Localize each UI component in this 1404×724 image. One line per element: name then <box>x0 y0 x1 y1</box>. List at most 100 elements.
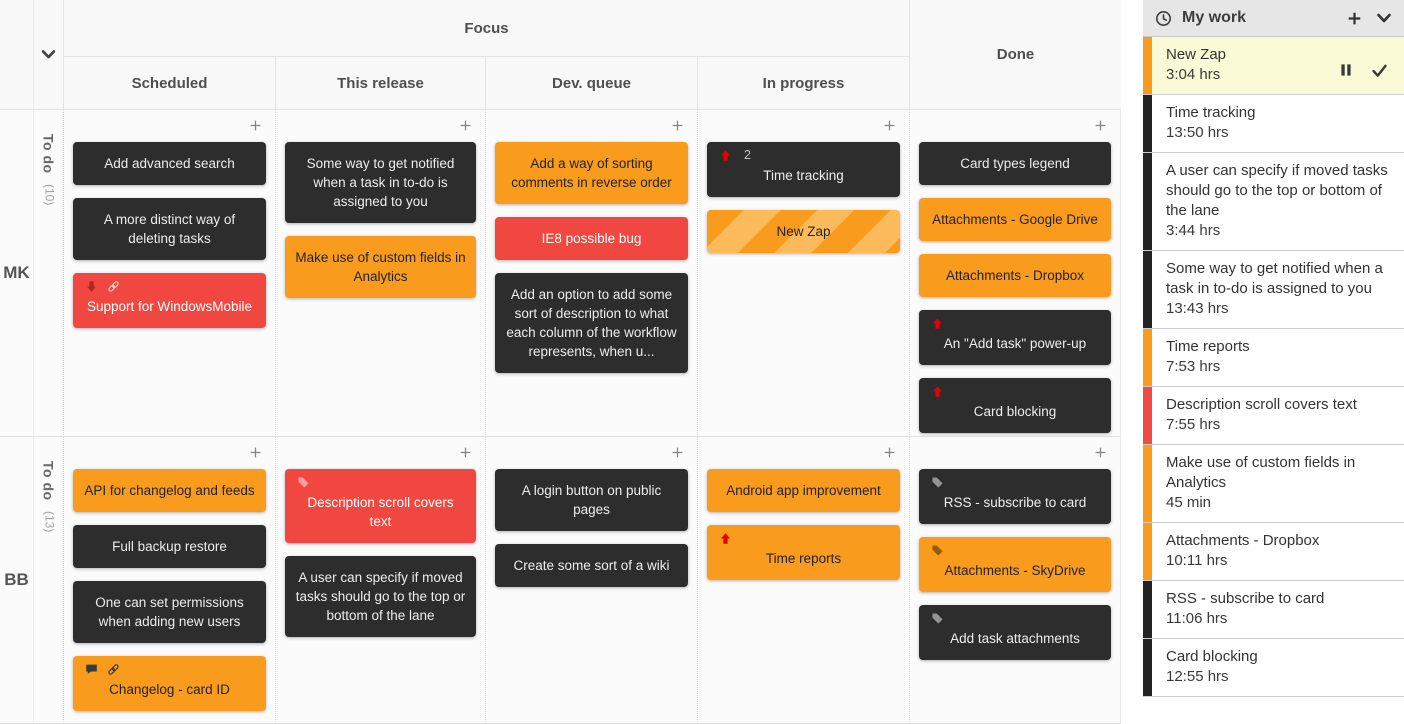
clock-icon <box>1155 10 1172 27</box>
work-item-title: Attachments - Dropbox <box>1166 532 1320 549</box>
card-title: Add a way of sorting comments in reverse… <box>511 156 672 190</box>
card[interactable]: A login button on public pages <box>495 469 688 531</box>
add-task-button[interactable] <box>1347 11 1362 26</box>
add-card-button[interactable] <box>1094 446 1109 461</box>
card[interactable]: Card types legend <box>919 142 1111 185</box>
card[interactable]: Add task attachments <box>919 605 1111 660</box>
add-card-button[interactable] <box>671 119 686 134</box>
add-card-button[interactable] <box>459 446 474 461</box>
card[interactable]: New Zap <box>707 210 900 253</box>
card[interactable]: Description scroll covers text <box>285 469 476 543</box>
board-cell-this-release: Some way to get notified when a task in … <box>276 110 486 437</box>
card[interactable]: Some way to get notified when a task in … <box>285 142 476 223</box>
card[interactable]: An "Add task" power-up <box>919 310 1111 365</box>
card[interactable]: Support for WindowsMobile <box>73 273 266 328</box>
card[interactable]: Add an option to add some sort of descri… <box>495 273 688 373</box>
work-item[interactable]: Some way to get notified when a task in … <box>1143 251 1404 329</box>
lane-todo-count: (10) <box>42 183 57 205</box>
card[interactable]: Add a way of sorting comments in reverse… <box>495 142 688 204</box>
card[interactable]: RSS - subscribe to card <box>919 469 1111 524</box>
my-work-title: My work <box>1182 9 1247 26</box>
add-card-button[interactable] <box>249 446 264 461</box>
work-item[interactable]: A user can specify if moved tasks should… <box>1143 153 1404 251</box>
work-item-title: Time tracking <box>1166 104 1256 121</box>
column-header-focus: Focus <box>64 0 910 57</box>
card-icon-row <box>931 611 1101 626</box>
cell-toolbar <box>285 110 476 142</box>
my-work-header: My work <box>1143 0 1404 37</box>
card[interactable]: Changelog - card ID <box>73 656 266 711</box>
card-title: Attachments - Google Drive <box>932 212 1098 227</box>
plus-icon <box>883 119 896 132</box>
card[interactable]: Make use of custom fields in Analytics <box>285 236 476 298</box>
plus-icon <box>1347 11 1362 26</box>
board-cell-scheduled: Add advanced search A more distinct way o… <box>64 110 276 437</box>
complete-button[interactable] <box>1371 62 1388 85</box>
card-icon-row <box>931 543 1101 558</box>
card[interactable]: A user can specify if moved tasks should… <box>285 556 476 637</box>
add-card-button[interactable] <box>459 119 474 134</box>
card[interactable]: Attachments - Dropbox <box>919 254 1111 297</box>
card-title: Attachments - Dropbox <box>945 268 1085 283</box>
card[interactable]: API for changelog and feeds <box>73 469 266 512</box>
card[interactable]: A more distinct way of deleting tasks <box>73 198 266 260</box>
card[interactable]: Full backup restore <box>73 525 266 568</box>
work-item-color-bar <box>1143 251 1152 328</box>
plus-icon <box>1094 119 1107 132</box>
card-title: A user can specify if moved tasks should… <box>295 570 466 623</box>
card[interactable]: Create some sort of a wiki <box>495 544 688 587</box>
add-card-button[interactable] <box>883 446 898 461</box>
arrow-up-icon <box>719 149 732 162</box>
lane-todo-cell: To do(10) <box>34 110 64 437</box>
card-title: Android app improvement <box>726 483 881 498</box>
pause-button[interactable] <box>1338 62 1354 85</box>
work-item-time: 3:44 hrs <box>1166 222 1221 239</box>
card[interactable]: Add advanced search <box>73 142 266 185</box>
card[interactable]: Android app improvement <box>707 469 900 512</box>
chevron-down-icon <box>1376 10 1392 26</box>
collapse-board-button[interactable] <box>34 0 64 110</box>
board-cell-dev-queue: Add a way of sorting comments in reverse… <box>486 110 698 437</box>
card-icon-row <box>297 475 466 490</box>
cell-toolbar <box>495 110 688 142</box>
work-item-title: A user can specify if moved tasks should… <box>1166 162 1388 219</box>
card[interactable]: Time reports <box>707 525 900 580</box>
lane-owner-label: MK <box>0 110 34 437</box>
cell-toolbar <box>495 437 688 469</box>
card[interactable]: Attachments - Google Drive <box>919 198 1111 241</box>
card[interactable]: Attachments - SkyDrive <box>919 537 1111 592</box>
work-item-color-bar <box>1143 37 1152 94</box>
work-item-title: Card blocking <box>1166 648 1258 665</box>
card[interactable]: Card blocking <box>919 378 1111 433</box>
add-card-button[interactable] <box>883 119 898 134</box>
card[interactable]: IE8 possible bug <box>495 217 688 260</box>
work-item-time: 3:04 hrs <box>1166 66 1221 83</box>
plus-icon <box>249 119 262 132</box>
work-item-color-bar <box>1143 445 1152 522</box>
add-card-button[interactable] <box>249 119 264 134</box>
card[interactable]: One can set permissions when adding new … <box>73 581 266 643</box>
plus-icon <box>883 446 896 459</box>
add-card-button[interactable] <box>1094 119 1109 134</box>
card-title: Make use of custom fields in Analytics <box>295 250 466 284</box>
add-card-button[interactable] <box>671 446 686 461</box>
card-title: Time reports <box>765 551 842 566</box>
tag-icon <box>931 544 944 557</box>
lane-owner-label: BB <box>0 437 34 724</box>
work-item-time: 7:53 hrs <box>1166 358 1221 375</box>
collapse-panel-button[interactable] <box>1376 10 1392 26</box>
tag-icon <box>931 612 944 625</box>
